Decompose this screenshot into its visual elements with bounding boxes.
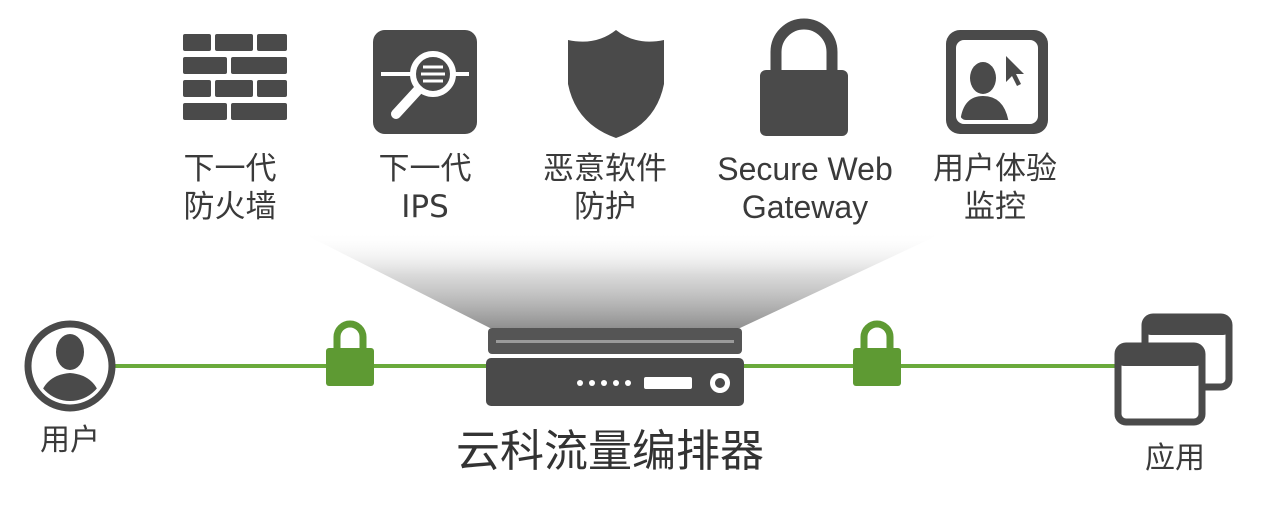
service-label-line: 恶意软件 <box>543 151 667 187</box>
user-avatar-icon <box>24 320 116 412</box>
shield-icon <box>568 30 664 138</box>
service-beam <box>300 232 945 328</box>
magnifier-icon <box>373 30 477 134</box>
service-label-line: 监控 <box>964 189 1026 225</box>
lock-left-icon <box>326 320 374 386</box>
service-label-line: 下一代 <box>183 151 277 187</box>
service-label-line: 防护 <box>574 189 636 225</box>
service-label-line: 下一代 <box>378 151 472 187</box>
service-label-line: 用户体验 <box>933 151 1057 187</box>
service-label-line: IPS <box>401 189 449 225</box>
service-label-line: Gateway <box>741 189 869 225</box>
broker-label: 云科流量编排器 <box>456 426 764 477</box>
service-label-swg: Secure Web Gateway <box>700 150 910 226</box>
user-monitor-icon <box>946 30 1048 134</box>
service-label-line: Secure Web <box>717 151 893 187</box>
service-label-firewall: 下一代 防火墙 <box>160 150 300 226</box>
service-label-ips: 下一代 IPS <box>355 150 495 226</box>
firewall-icon <box>183 34 287 120</box>
app-windows-icon <box>1114 313 1233 426</box>
service-label-uem: 用户体验 监控 <box>920 150 1070 226</box>
service-label-malware: 恶意软件 防护 <box>530 150 680 226</box>
server-appliance-icon <box>486 328 744 406</box>
endpoint-label-user: 用户 <box>40 423 100 458</box>
endpoint-label-app: 应用 <box>1145 441 1205 476</box>
lock-right-icon <box>853 320 901 386</box>
padlock-icon <box>760 18 848 136</box>
service-label-line: 防火墙 <box>183 189 277 225</box>
